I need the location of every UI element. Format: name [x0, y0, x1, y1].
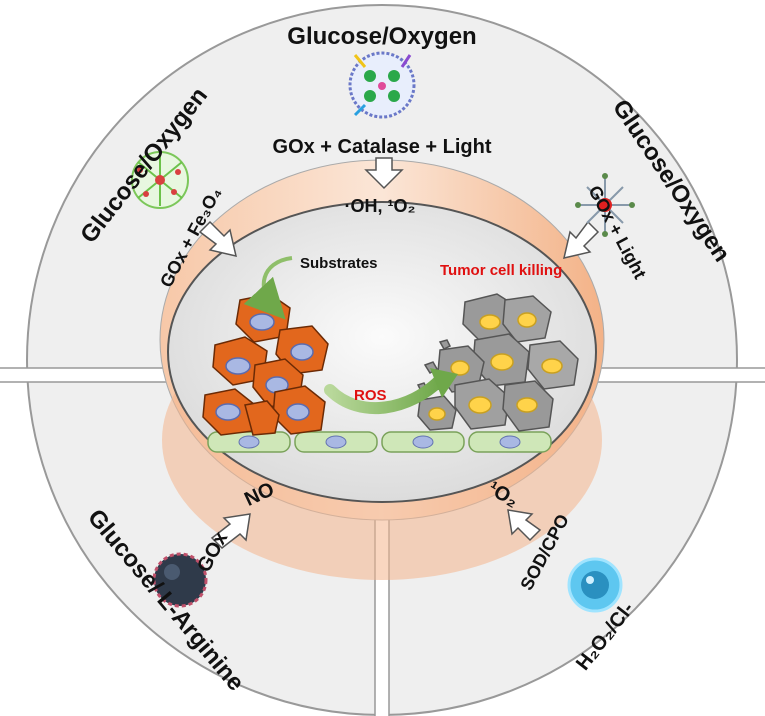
- ros-arrow: [324, 374, 446, 415]
- top-arrow: [364, 157, 404, 190]
- top-enzymes-label: GOx + Catalase + Light: [273, 136, 492, 158]
- star-nanoparticle-icon: [575, 173, 635, 237]
- bottom-right-arrow: [507, 509, 542, 542]
- substrates-arrow: [243, 256, 293, 320]
- top-left-arrow: [198, 220, 238, 258]
- ros-label: ROS: [354, 387, 387, 404]
- liposome-nanoparticle-icon: [348, 51, 416, 119]
- ros-arrow-head: [430, 368, 458, 398]
- normal-cell-row: [207, 431, 552, 453]
- dendrimer-fe3o4-icon: [131, 151, 189, 209]
- dead-cell-cluster: [416, 293, 579, 432]
- bottom-left-arrow: [210, 513, 251, 549]
- top-substrate-label: Glucose/Oxygen: [287, 23, 476, 50]
- sod-cpo-nanoparticle-icon: [567, 557, 623, 613]
- top-right-arrow: [562, 220, 600, 260]
- top-product-label: ·OH, ¹O₂: [345, 196, 416, 216]
- virus-nanoparticle-icon: [152, 552, 208, 608]
- tumor-cell-killing-label: Tumor cell killing: [440, 262, 562, 279]
- substrates-label: Substrates: [300, 255, 378, 272]
